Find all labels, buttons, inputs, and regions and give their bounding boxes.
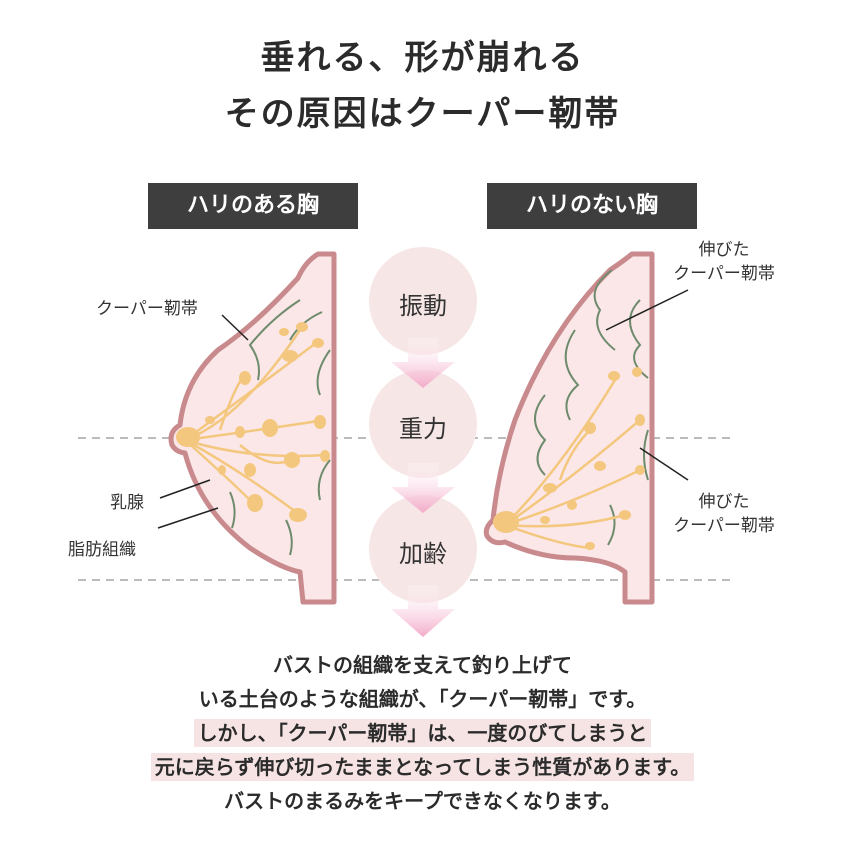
description-line-1: バストの組織を支えて釣り上げて: [273, 653, 572, 677]
description-line-2: いる土台のような組織が、「クーパー靭帯」です。: [198, 687, 647, 711]
header-sagging-breast: ハリのない胸: [487, 183, 697, 229]
label-mammary-gland: 乳腺: [110, 493, 144, 513]
label-fat-tissue: 脂肪組織: [68, 540, 136, 560]
header-firm-breast: ハリのある胸: [148, 183, 358, 229]
label-cooper-ligament: クーパー靭帯: [96, 299, 198, 319]
description-line-4: 元に戻らず伸び切ったままとなってしまう性質があります。: [150, 753, 695, 781]
title-line-2: その原因はクーパー靭帯: [224, 94, 621, 134]
label-stretched-top-line1: 伸びた: [698, 240, 750, 260]
description-line-5: バストのまるみをキープできなくなります。: [224, 789, 621, 813]
label-stretched-ligament-bottom: 伸びた クーパー靭帯: [664, 490, 784, 538]
cause-steps: [369, 247, 477, 637]
step-gravity: 重力: [399, 415, 447, 443]
step-aging: 加齢: [399, 540, 447, 568]
title-line-1: 垂れる、形が崩れる: [260, 38, 585, 78]
label-stretched-bottom-line2: クーパー靭帯: [673, 516, 775, 536]
arrow-2: [391, 463, 455, 513]
description-line-3: しかし、「クーパー靭帯」は、一度のびてしまうと: [193, 719, 652, 747]
firm-breast-illustration: [157, 251, 337, 605]
step-circle-gravity: [369, 370, 477, 478]
step-circle-aging: [369, 495, 477, 603]
label-stretched-top-line2: クーパー靭帯: [673, 264, 775, 284]
arrow-1: [391, 338, 455, 388]
sagging-breast-illustration: [483, 251, 689, 605]
label-stretched-ligament-top: 伸びた クーパー靭帯: [664, 238, 784, 286]
label-stretched-bottom-line1: 伸びた: [698, 492, 750, 512]
step-circle-vibration: [369, 247, 477, 355]
arrow-3: [391, 585, 455, 637]
step-vibration: 振動: [399, 292, 447, 320]
